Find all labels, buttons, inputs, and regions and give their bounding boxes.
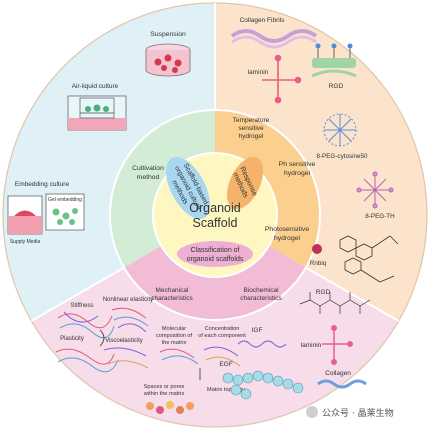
divider-right — [297, 262, 400, 322]
fiber-network-2 — [111, 307, 149, 333]
suspension-panel: Suspension — [145, 31, 191, 77]
center-title-2: Scaffold — [193, 216, 238, 230]
rnbiq-structure — [339, 235, 399, 283]
mid-temperature-1: Temperature — [233, 117, 270, 124]
suspension-dish-illustration — [145, 43, 191, 77]
mid-photo-1: Photosensitive — [265, 226, 309, 233]
flow-arrow — [99, 329, 105, 347]
rgd-label-bottom: RGD — [316, 289, 331, 296]
embedding-panel: Embedding culture Supply Media Gel embed… — [7, 181, 85, 245]
mid-ph-2: hydrogel — [284, 170, 311, 177]
mid-biochemical-2: characteristics — [240, 295, 282, 302]
molecular-3: the matrix — [162, 340, 187, 346]
embedding-label: Embedding culture — [15, 181, 70, 188]
spaces-2: within the matrix — [143, 391, 185, 397]
igf-strand — [237, 340, 287, 348]
mid-temperature-2: sensitive — [238, 125, 264, 132]
collagen-fibrils-label: Collagen Fibrils — [240, 17, 286, 24]
air-liquid-label: Air-liquid culture — [72, 83, 119, 90]
air-liquid-illustration — [67, 95, 127, 131]
peg-cytosine-panel: 8-PEG-cytosine50 — [316, 113, 368, 160]
divider-left — [30, 262, 133, 322]
biochemical-panel: RGD laminin IGF EGF Collagen — [219, 289, 371, 400]
bubble-bottom-line-1: Classification of — [190, 247, 239, 254]
suspension-label: Suspension — [150, 31, 186, 38]
viscoelasticity-label: Viscoelasticity — [105, 338, 143, 344]
mid-cultivation-1: Cultivation — [132, 165, 164, 172]
peg-cytosine-star — [323, 113, 357, 147]
gel-embedding-label: Gel embedding — [48, 197, 82, 203]
bubble-bottom-line-2: organoid scaffolds — [187, 256, 244, 263]
collagen-label-bottom: Collagen — [325, 370, 351, 377]
watermark-text: 公众号 · 晶莱生物 — [322, 407, 394, 419]
peg-th-label: 8-PEG-TH — [365, 213, 395, 220]
igf-label: IGF — [252, 327, 263, 334]
spaces-1: Spaces or pores — [144, 384, 185, 390]
mid-cultivation-2: method — [137, 174, 160, 181]
mid-biochemical-1: Biochemical — [243, 287, 279, 294]
pore-blobs — [146, 401, 194, 414]
bubble-right — [226, 156, 264, 210]
bubble-bottom — [177, 241, 253, 267]
collagen-strand-bottom — [317, 379, 367, 389]
stiffness-label: Stiffness — [71, 303, 94, 309]
supply-media-illustration: Supply Media — [7, 195, 43, 245]
supply-media-label: Supply Media — [10, 239, 41, 245]
molecular-2: composition of — [156, 333, 193, 339]
mid-photo-2: hydrogel — [274, 235, 301, 242]
mid-mechanical-1: Mechanical — [156, 287, 189, 294]
rnbiq-dot — [312, 244, 322, 254]
laminin-cross-illustration — [262, 54, 302, 104]
rgd-label-right: RGD — [329, 83, 344, 90]
mid-temperature-3: hydrogel — [239, 133, 264, 140]
watermark: 公众号 · 晶莱生物 — [306, 406, 394, 419]
rgd-molecule-bottom — [299, 292, 371, 314]
rnbiq-label: Rnbiq — [310, 260, 327, 267]
peg-th-star — [356, 171, 394, 209]
nonlinear-label: Nonlinear elasticity — [103, 297, 153, 303]
wechat-icon — [306, 406, 318, 418]
peg-cytosine-label: 8-PEG-cytosine50 — [316, 153, 368, 160]
matrix-fibers-illustration — [159, 346, 241, 367]
mid-ph-1: Ph sensitive — [279, 161, 316, 168]
matrix-panel: Molecular composition of the matrix Conc… — [143, 326, 246, 414]
plasticity-label: Plasticity — [60, 336, 84, 342]
fiber-network-1 — [57, 311, 115, 339]
rgd-panel-right: RGD — [311, 43, 357, 90]
air-liquid-panel: Air-liquid culture — [67, 83, 127, 131]
egf-bead-chain — [222, 370, 304, 400]
concentration-2: of each component — [198, 333, 246, 339]
laminin-bottom-illustration — [322, 325, 353, 365]
concentration-1: Concentration — [205, 326, 240, 332]
topology-label: Matrix topology — [207, 387, 245, 393]
peg-th-panel: 8-PEG-TH — [356, 171, 395, 220]
collagen-fibril-strand — [230, 29, 318, 43]
fiber-network-3 — [55, 347, 149, 373]
laminin-label-bottom: laminin — [301, 342, 322, 349]
laminin-label-right: laminin — [248, 69, 269, 76]
egf-label: EGF — [219, 361, 232, 368]
collagen-fibrils-panel: Collagen Fibrils — [230, 17, 318, 49]
mechanical-panel: Stiffness Nonlinear elasticity Plasticit… — [55, 297, 153, 373]
laminin-panel: laminin — [248, 54, 302, 104]
rgd-ligand-illustration — [311, 43, 357, 78]
gel-embedding-illustration: Gel embedding — [45, 193, 85, 231]
outer-ring — [3, 3, 427, 427]
molecular-1: Molecular — [162, 326, 186, 332]
center-title-1: Organoid — [189, 201, 240, 215]
rnbiq-panel: Rnbiq — [310, 235, 399, 283]
bubble-left — [166, 156, 210, 220]
mid-mechanical-2: characteristics — [151, 295, 193, 302]
